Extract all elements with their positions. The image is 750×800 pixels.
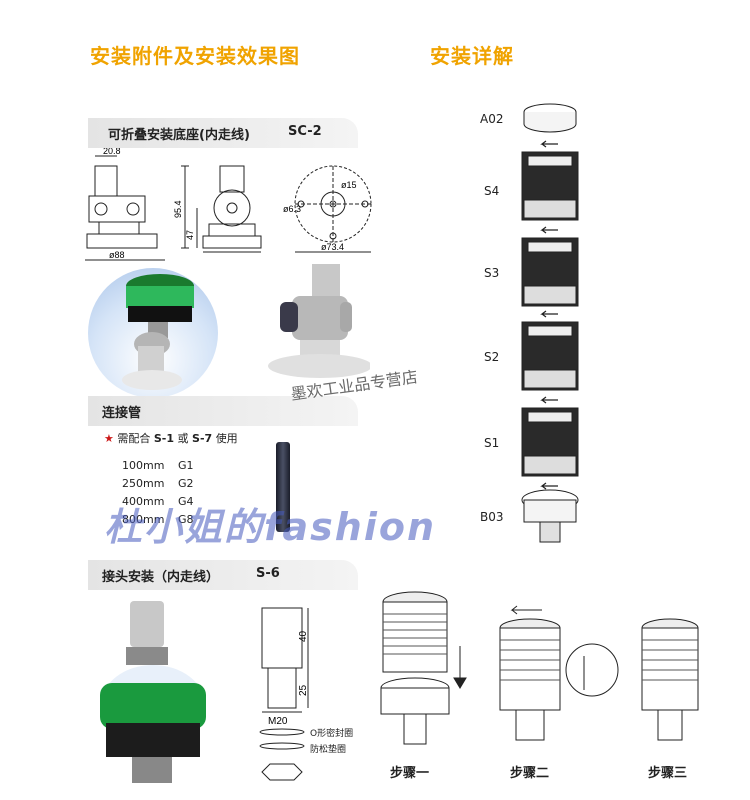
spec-code-3: G4 <box>178 495 194 508</box>
step-1-label: 步骤一 <box>390 766 430 781</box>
watermark-fashion: 杜小姐的fashion <box>104 505 437 549</box>
photo-s6 <box>100 601 206 783</box>
stack-label-s4: S4 <box>484 184 500 198</box>
dim-25: 25 <box>298 684 309 696</box>
heading-install-detail: 安装详解 <box>430 44 514 68</box>
spec-len-2: 250mm <box>122 477 165 490</box>
dim-d88: ø88 <box>109 250 125 260</box>
stack-label-b03: B03 <box>480 510 504 524</box>
step-2-label: 步骤二 <box>510 766 550 781</box>
stack-label-s3: S3 <box>484 266 500 280</box>
note-or: 或 <box>177 432 189 445</box>
photo-sc2-light <box>88 268 218 398</box>
photo-sc2-base <box>268 264 370 378</box>
part-o-ring: O形密封圈 <box>310 729 354 739</box>
dim-d6-3: ø6.3 <box>283 204 301 214</box>
spec-code-4: G8 <box>178 513 194 526</box>
spec-len-1: 100mm <box>122 459 165 472</box>
section-bar-sc2: 可折叠安装底座(内走线) SC-2 <box>88 118 358 148</box>
spec-len-3: 400mm <box>122 495 165 508</box>
s6-drawing: 40 25 M20 <box>259 607 309 781</box>
section-code-s6: S-6 <box>256 566 280 581</box>
step-3-label: 步骤三 <box>648 766 688 781</box>
section-bar-pipe: 连接管 <box>88 396 358 426</box>
dim-95-4: 95.4 <box>173 200 183 218</box>
pipe-image <box>276 442 290 532</box>
spec-code-1: G1 <box>178 459 194 472</box>
section-bar-s6: 接头安装（内走线） S-6 <box>88 560 358 590</box>
section-title-sc2: 可折叠安装底座(内走线) <box>108 128 250 143</box>
sc2-drawings: 20.8 95.4 47 ø88 ø6.3 ø15 ø73.4 <box>85 148 372 261</box>
dim-47: 47 <box>185 230 195 240</box>
dim-20-8: 20.8 <box>103 148 121 156</box>
steps-drawing <box>380 591 699 745</box>
note-prefix: 需配合 <box>117 432 151 445</box>
note-s1: S-1 <box>153 432 175 445</box>
spec-len-4: 800mm <box>122 513 165 526</box>
heading-accessories: 安装附件及安装效果图 <box>90 44 300 68</box>
star-icon: ★ <box>104 432 114 445</box>
section-code-sc2: SC-2 <box>288 124 322 139</box>
pipe-note: ★ 需配合 S-1 或 S-7 使用 <box>104 430 238 446</box>
stack-label-a02: A02 <box>480 112 504 126</box>
note-suffix: 使用 <box>215 432 238 445</box>
light-on-base-image <box>122 274 194 390</box>
stack-label-s2: S2 <box>484 350 500 364</box>
dim-d15: ø15 <box>341 180 357 190</box>
part-washer: 防松垫圈 <box>310 745 347 755</box>
dim-d73-4: ø73.4 <box>321 242 344 252</box>
dim-40: 40 <box>298 630 309 642</box>
dim-m20: M20 <box>268 716 288 727</box>
note-s7: S-7 <box>192 432 213 445</box>
spec-code-2: G2 <box>178 477 194 490</box>
stack-modules <box>521 103 579 543</box>
section-title-s6: 接头安装（内走线） <box>102 570 220 585</box>
stack-label-s1: S1 <box>484 436 500 450</box>
section-title-pipe: 连接管 <box>102 406 142 421</box>
